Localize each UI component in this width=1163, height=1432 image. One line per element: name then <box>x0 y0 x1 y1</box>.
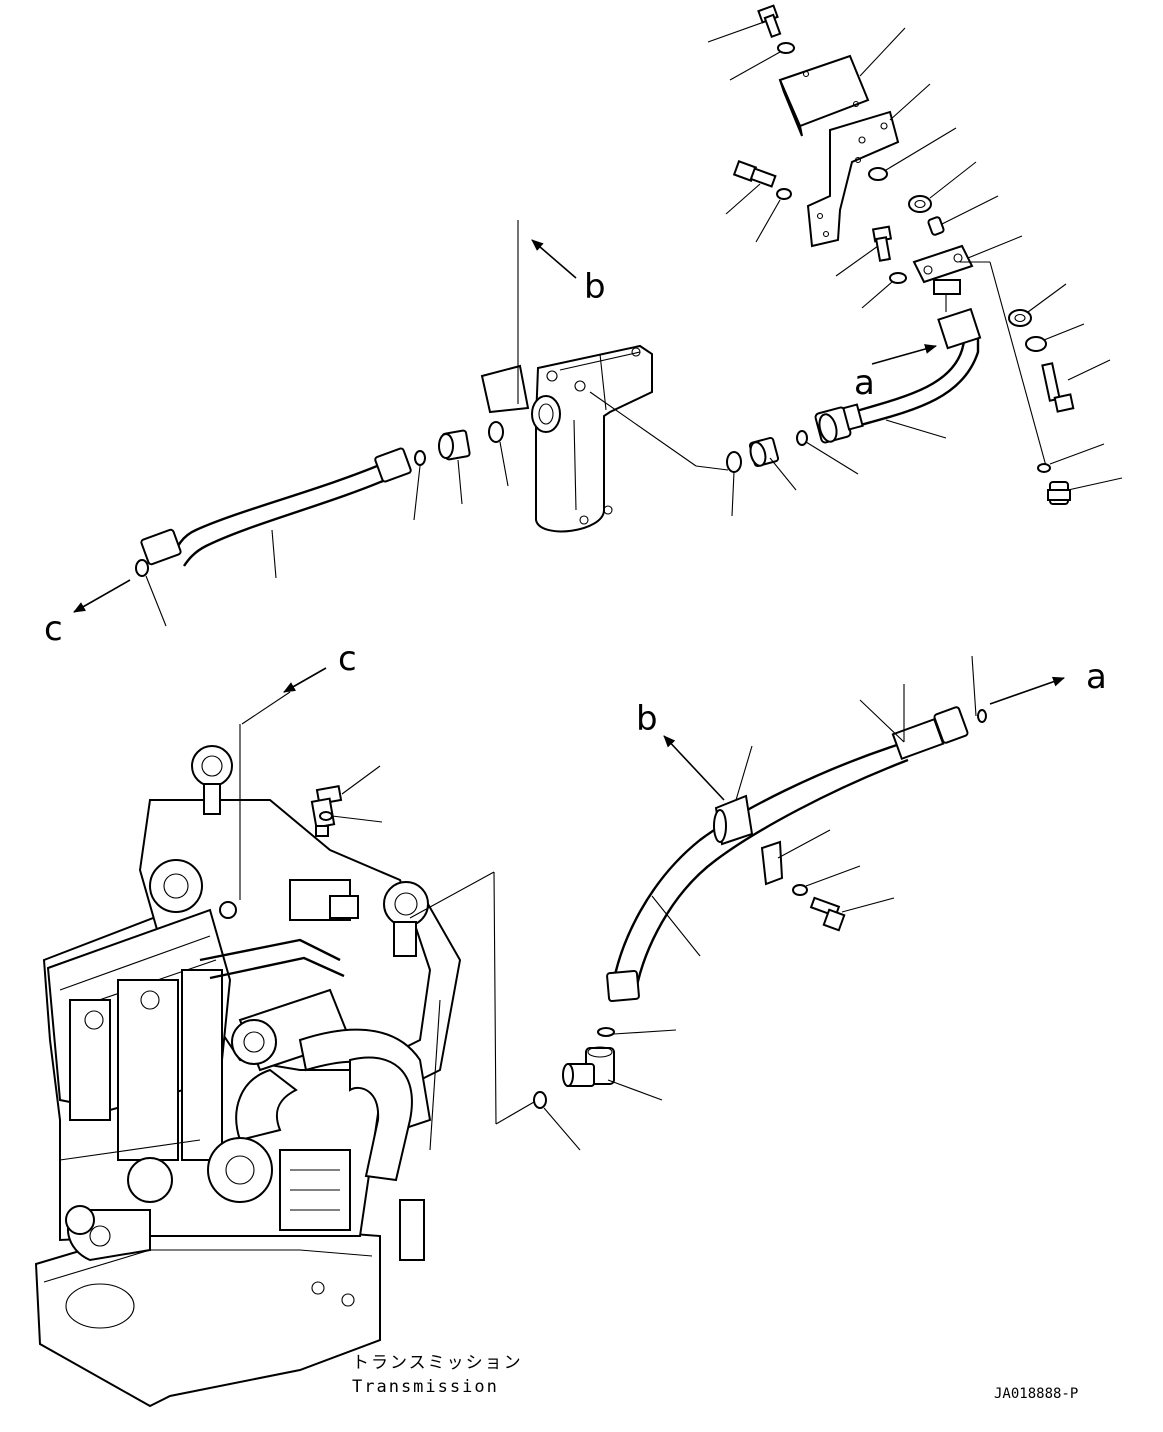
hose-lower <box>606 684 969 1003</box>
cover-plate <box>778 27 906 137</box>
ref-a-top-label: a <box>854 363 875 403</box>
washer-right-4 <box>1025 323 1085 352</box>
oring-hose-left <box>413 450 426 521</box>
washer-lower <box>792 865 861 896</box>
ref-a-bottom-label: a <box>1086 657 1107 697</box>
ref-b-bottom-label: b <box>636 699 658 739</box>
plug-small <box>927 195 999 236</box>
plug-right <box>1047 477 1123 505</box>
caption-english: Transmission <box>352 1377 499 1397</box>
fitting-right <box>748 436 797 491</box>
sensor-fitting <box>310 765 381 837</box>
arrow-a-top: a <box>854 344 937 403</box>
oring-filter-right <box>726 451 742 517</box>
drawing-code: JA018888-P <box>994 1386 1078 1402</box>
leader-engine-elbow <box>409 871 535 1125</box>
fitting-left <box>438 429 471 505</box>
washer-left <box>755 188 792 243</box>
oring-elbow-top <box>597 1027 677 1037</box>
hose-upper-left <box>140 447 412 579</box>
bolt-long <box>1041 359 1111 413</box>
arrow-c-left: c <box>44 579 131 649</box>
arrow-a-bottom: a <box>971 655 1107 723</box>
washer-top <box>729 42 795 81</box>
bracket-assembly <box>707 4 1123 505</box>
bolt-left <box>725 160 777 215</box>
oring-fitting-right <box>796 430 859 475</box>
washer-right-1 <box>868 127 957 181</box>
ref-c-engine-label: c <box>338 639 357 679</box>
ref-b-top-label: b <box>584 267 606 307</box>
oring-sensor <box>319 811 383 823</box>
oring-hose-end <box>135 559 167 627</box>
filter-assembly <box>480 344 729 533</box>
ref-c-left-label: c <box>44 609 63 649</box>
oring-right <box>1037 443 1105 473</box>
bracket <box>806 83 931 248</box>
transmission-block <box>34 745 462 1408</box>
bolt-lower <box>809 896 895 932</box>
washer-middle <box>861 272 907 309</box>
hose-upper-right <box>814 307 982 444</box>
oring-filter-left <box>488 421 509 487</box>
oring-elbow-bottom <box>533 1091 581 1151</box>
bolt-middle <box>835 225 893 277</box>
washer-right-3 <box>1008 283 1067 327</box>
caption-japanese: トランスミッション <box>352 1353 523 1373</box>
arrow-b-top: b <box>517 220 606 404</box>
bolt-top <box>707 4 782 43</box>
clamp-block <box>912 235 1047 467</box>
clip-lower <box>760 829 831 886</box>
arrow-b-bottom: b <box>636 699 725 801</box>
elbow-fitting <box>562 1046 663 1101</box>
arrow-c-engine: c <box>239 639 357 900</box>
washer-right-2 <box>908 161 977 213</box>
